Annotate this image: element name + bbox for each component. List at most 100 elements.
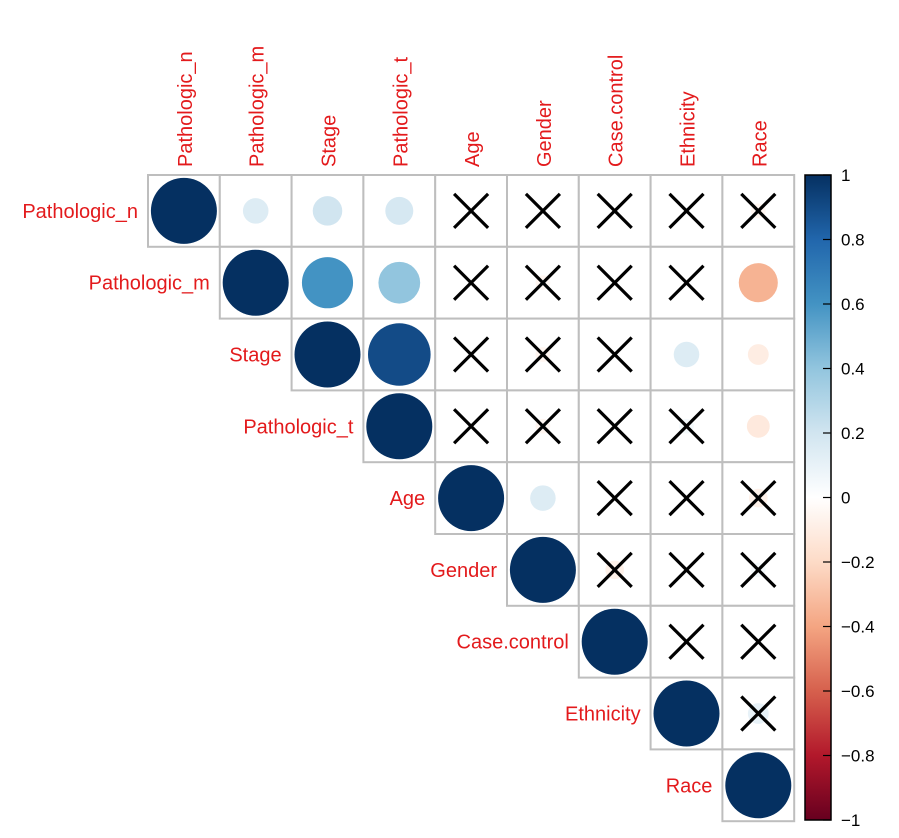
row-label: Pathologic_t (243, 416, 354, 438)
correlation-cell (668, 479, 705, 517)
insignificant-cross-line (452, 264, 490, 301)
correlation-circle (294, 321, 361, 388)
colorbar-tick-label: 0.4 (841, 360, 865, 379)
correlation-cell (596, 479, 633, 517)
column-label: Gender (534, 100, 556, 167)
grid-cell (649, 174, 724, 248)
colorbar-tick-label: −1 (841, 811, 860, 830)
correlation-circle (385, 196, 414, 225)
insignificant-cross-line (596, 336, 633, 373)
colorbar-tick-label: −0.8 (841, 747, 875, 766)
correlation-circle (378, 261, 421, 304)
correlation-cell (740, 623, 777, 660)
insignificant-cross-line (740, 623, 777, 660)
correlation-cell (747, 344, 769, 365)
correlation-circle (242, 198, 269, 224)
correlation-circle (653, 680, 720, 747)
correlation-cell (653, 680, 720, 747)
correlation-cell (668, 623, 705, 660)
correlation-cell (294, 321, 361, 388)
correlation-cell (524, 192, 562, 230)
correlation-cell (385, 196, 414, 225)
insignificant-cross-line (524, 336, 562, 373)
insignificant-cross-line (740, 479, 777, 517)
correlation-cell (668, 551, 705, 589)
correlation-cell (509, 536, 576, 603)
insignificant-cross-line (596, 479, 633, 517)
correlation-circle (301, 257, 354, 309)
correlation-cell (738, 263, 778, 303)
column-label: Stage (319, 115, 341, 167)
insignificant-cross-line (452, 336, 490, 373)
correlation-cell (524, 336, 562, 373)
correlation-circle (222, 249, 289, 316)
column-label: Case.control (606, 55, 628, 167)
correlation-cell (668, 408, 705, 445)
row-label: Stage (229, 345, 281, 367)
insignificant-cross-line (596, 551, 633, 589)
correlation-cell (740, 695, 777, 732)
correlation-cell (366, 393, 433, 460)
insignificant-cross-line (524, 264, 562, 301)
row-label: Pathologic_n (22, 201, 138, 223)
insignificant-cross-line (668, 192, 705, 230)
insignificant-cross-line (596, 408, 633, 445)
correlation-cell (596, 264, 633, 301)
colorbar-tick-label: 0.8 (841, 231, 865, 250)
correlation-circle (746, 414, 770, 438)
column-label: Age (462, 131, 484, 167)
insignificant-cross-line (452, 408, 490, 445)
correlation-cell (673, 341, 700, 368)
correlation-cell (746, 414, 770, 438)
column-label: Ethnicity (678, 91, 700, 167)
insignificant-cross-line (740, 695, 777, 732)
correlation-cell (740, 479, 777, 517)
correlation-cell (301, 257, 354, 309)
correlation-cell (452, 192, 490, 230)
correlation-circle (530, 485, 556, 511)
row-label: Pathologic_m (89, 273, 210, 295)
grid-cell (506, 245, 580, 320)
correlation-circle (725, 752, 792, 819)
correlation-circle (438, 465, 505, 532)
insignificant-cross-line (596, 264, 633, 301)
colorbar-tick-label: −0.6 (841, 682, 875, 701)
correlation-cell (524, 264, 562, 301)
correlation-cell (452, 336, 490, 373)
correlation-cell (242, 198, 269, 224)
row-label: Gender (430, 560, 497, 582)
correlation-cell (668, 192, 705, 230)
correlation-cell (150, 177, 217, 244)
correlation-cell (596, 408, 633, 445)
correlation-circle (509, 536, 576, 603)
correlation-cell (596, 192, 633, 230)
row-label: Case.control (457, 632, 569, 654)
marks-layer (150, 177, 792, 819)
insignificant-cross-line (668, 264, 705, 301)
correlation-cell (740, 551, 777, 589)
correlation-circle (673, 341, 700, 368)
insignificant-cross-line (668, 408, 705, 445)
grid-cell (721, 389, 796, 464)
insignificant-cross-line (740, 551, 777, 589)
correlation-circle (312, 196, 343, 226)
grid-layer (147, 174, 796, 823)
row-label: Race (666, 775, 713, 797)
colorbar-tick-label: −0.2 (841, 553, 875, 572)
correlation-cell (725, 752, 792, 819)
correlation-cell (581, 608, 648, 675)
correlation-cell (312, 196, 343, 226)
correlation-cell (367, 323, 431, 386)
correlation-cell (740, 192, 777, 230)
correlation-cell (596, 551, 633, 589)
colorbar-tick-label: 0.6 (841, 295, 865, 314)
colorbar-tick-label: 0.2 (841, 424, 865, 443)
correlation-cell (378, 261, 421, 304)
correlation-cell (438, 465, 505, 532)
insignificant-cross-line (668, 551, 705, 589)
insignificant-cross-line (668, 623, 705, 660)
grid-cell (721, 533, 796, 607)
correlation-cell (452, 408, 490, 445)
